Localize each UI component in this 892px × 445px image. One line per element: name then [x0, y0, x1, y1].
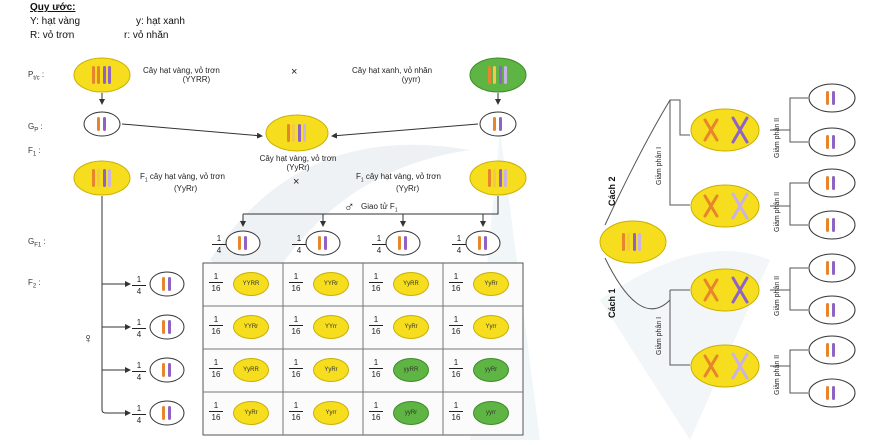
gamete-header: Giao tử F1: [361, 202, 398, 214]
parent-right-label: Cây hạt xanh, vỏ nhăn (yyrr): [352, 66, 433, 84]
f1-right-label: F1 cây hạt vàng, vỏ trơn (YyRr): [356, 172, 441, 193]
legend-Y: Y: hạt vàng: [30, 16, 81, 27]
f1-left-cell: [73, 160, 131, 196]
gamete-male-Yr: [305, 230, 341, 256]
row-label-gf1: GF1 :: [28, 237, 46, 249]
f1-left-label: F1 cây hạt vàng, vỏ trơn (YyRr): [140, 172, 225, 193]
parent-left-cell: [73, 57, 131, 93]
row-label-gp: GP :: [28, 122, 43, 134]
way2-label: Cách 2: [607, 176, 617, 206]
meiosis2-label-1: Giảm phân II: [774, 117, 781, 158]
meiosis1-label-lower: Giảm phân I: [656, 316, 663, 355]
meiosis2-label-3: Giảm phân II: [774, 275, 781, 316]
meiosis1-label-upper: Giảm phân I: [656, 146, 663, 185]
legend-title: Quy ước:: [30, 2, 76, 13]
row-label-f1: F1 :: [28, 146, 41, 158]
male-symbol: ♂: [344, 198, 355, 214]
gamete-female-YR: [149, 271, 185, 297]
f1-center-label: Cây hạt vàng, vỏ trơn (YyRr): [259, 154, 337, 172]
gamete-female-yR: [149, 357, 185, 383]
legend-R: R: vỏ trơn: [30, 30, 75, 41]
gamete-female-yr: [149, 400, 185, 426]
gamete-yr-parent: [479, 111, 517, 137]
gamete-male-yR: [385, 230, 421, 256]
meiosis2-label-2: Giảm phân II: [774, 191, 781, 232]
f1-cross-symbol: ×: [293, 176, 300, 188]
female-symbol: ♀: [83, 330, 94, 346]
gamete-female-Yr: [149, 314, 185, 340]
gamete-YR-parent: [83, 111, 121, 137]
f1-center-cell: [265, 114, 329, 152]
parent-right-cell: [469, 57, 527, 93]
way1-label: Cách 1: [607, 288, 617, 318]
row-label-ptc: Pt/c :: [28, 70, 45, 82]
meiosis-diagram: [599, 83, 856, 408]
gamete-male-yr: [465, 230, 501, 256]
parent-cross-symbol: ×: [291, 66, 298, 78]
parent-left-label: Cây hạt vàng, vỏ trơn (YYRR): [143, 66, 220, 84]
f1-right-cell: [469, 160, 527, 196]
meiosis2-label-4: Giảm phân II: [774, 354, 781, 395]
gamete-male-YR: [225, 230, 261, 256]
legend-y: y: hạt xanh: [136, 16, 185, 27]
row-label-f2: F2 :: [28, 278, 41, 290]
legend-r: r: vỏ nhăn: [124, 30, 169, 41]
